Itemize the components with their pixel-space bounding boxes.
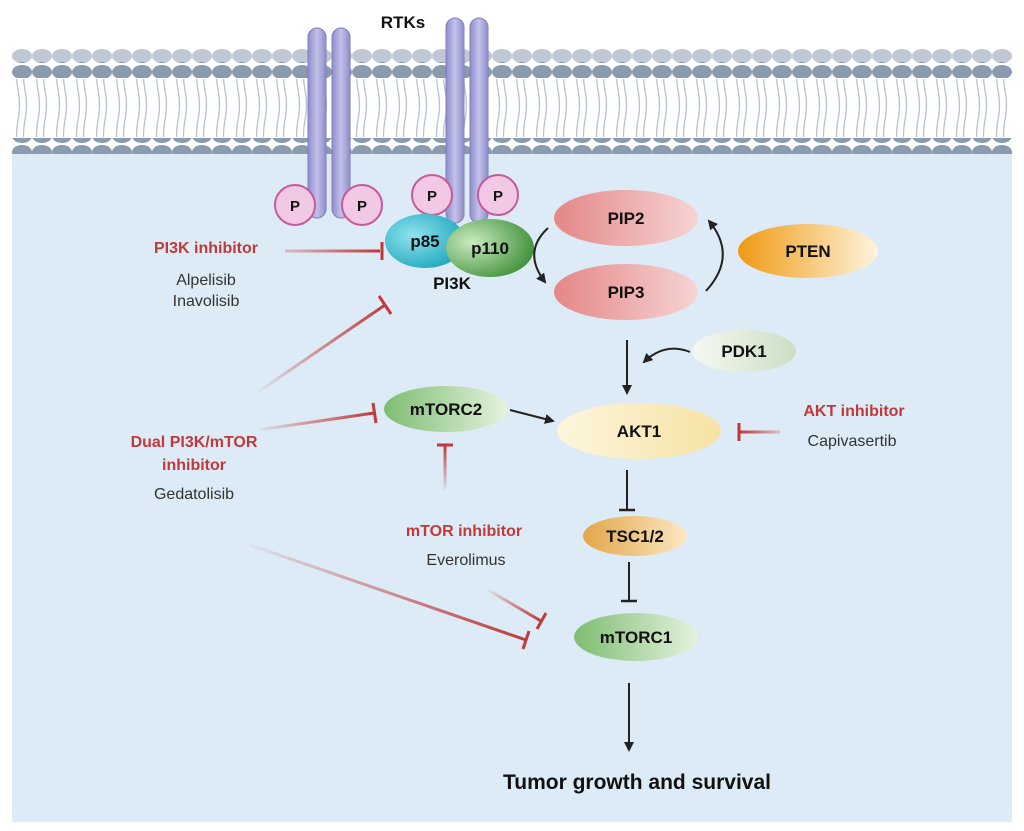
dual-inhibitor-title-line1: Dual PI3K/mTOR <box>131 434 258 451</box>
mtor-to-mtorc2-inhibition-bar <box>437 443 453 490</box>
svg-text:P: P <box>357 198 367 215</box>
svg-text:P: P <box>290 198 300 215</box>
svg-text:p110: p110 <box>471 239 509 258</box>
akt-drug-1: Capivasertib <box>808 433 897 450</box>
svg-text:P: P <box>427 188 437 205</box>
mtorc2-node: mTORC2 <box>384 386 508 432</box>
pip2-node: PIP2 <box>554 190 698 246</box>
tsc-node: TSC1/2 <box>583 516 687 556</box>
dual-to-mtorc1-inhibition-bar <box>249 543 531 650</box>
pi3k-inhibition-bar <box>285 242 384 260</box>
mtor-drug-1: Everolimus <box>426 552 505 569</box>
svg-text:P: P <box>493 188 503 205</box>
pip3-node: PIP3 <box>554 264 698 320</box>
pi3k-drug-2: Inavolisib <box>173 293 240 310</box>
rtks-label: RTKs <box>381 13 425 32</box>
svg-text:mTORC1: mTORC1 <box>600 628 672 647</box>
svg-text:PDK1: PDK1 <box>721 342 766 361</box>
pip2-to-pip3-arrow <box>533 227 549 284</box>
svg-text:PIP2: PIP2 <box>608 209 645 228</box>
pdk1-to-akt1-arrow <box>642 347 691 364</box>
akt1-inhibits-tsc-line <box>619 470 635 512</box>
phospho-group: P <box>274 184 316 226</box>
phospho-group: P <box>411 174 453 216</box>
svg-text:TSC1/2: TSC1/2 <box>606 527 664 546</box>
svg-text:mTORC2: mTORC2 <box>410 400 482 419</box>
p110-subunit: p110 <box>446 219 534 277</box>
mtorc2-to-akt1-arrow <box>509 409 555 424</box>
dual-drug-1: Gedatolisib <box>154 486 234 503</box>
cell-membrane <box>12 40 1012 154</box>
dual-to-mtorc2-inhibition-bar <box>257 402 378 432</box>
svg-text:PIP3: PIP3 <box>608 283 645 302</box>
akt-inhibition-bar <box>737 423 780 441</box>
p85-subunit: p85 <box>385 214 465 268</box>
outcome-label: Tumor growth and survival <box>503 771 771 794</box>
pip3-to-pip2-arrow <box>705 219 724 292</box>
mtor-inhibitor-title: mTOR inhibitor <box>406 523 522 540</box>
pi3k-inhibitor-title: PI3K inhibitor <box>154 240 258 257</box>
mtor-to-mtorc1-inhibition-bar <box>487 588 548 630</box>
pi3k-drug-1: Alpelisib <box>176 272 236 289</box>
phospho-group: P <box>341 184 383 226</box>
rtk-receptor-left <box>307 27 351 219</box>
pi3k-label: PI3K <box>433 274 472 293</box>
akt1-node: AKT1 <box>557 403 721 459</box>
rtk-receptor-right <box>445 17 489 224</box>
svg-text:p85: p85 <box>410 232 439 251</box>
pten-node: PTEN <box>738 224 878 278</box>
phospho-group: P <box>477 174 519 216</box>
dual-inhibitor-title-line2: inhibitor <box>162 457 226 474</box>
dual-to-pi3k-inhibition-bar <box>257 295 393 394</box>
akt-inhibitor-title: AKT inhibitor <box>803 403 904 420</box>
mtorc1-node: mTORC1 <box>574 613 698 661</box>
pdk1-node: PDK1 <box>692 330 796 372</box>
svg-text:AKT1: AKT1 <box>617 422 661 441</box>
svg-text:PTEN: PTEN <box>785 242 830 261</box>
tsc-inhibits-mtorc1-line <box>621 562 637 603</box>
